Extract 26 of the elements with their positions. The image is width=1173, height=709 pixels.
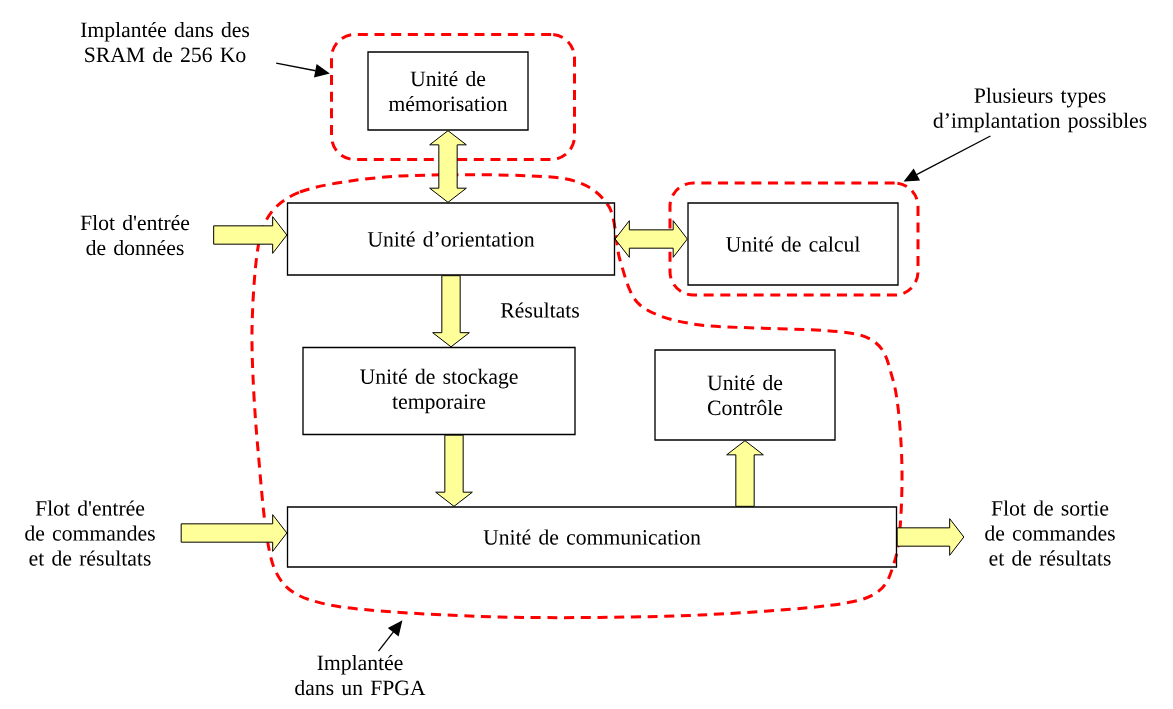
edge-label: Résultats bbox=[498, 300, 582, 320]
annotation-text: Implantée dans un FPGA bbox=[295, 654, 426, 696]
unit-box: Unité de communication bbox=[286, 506, 898, 568]
unit-box: Unité de Contrôle bbox=[654, 349, 836, 441]
unit-box: Unité de mémorisation bbox=[367, 51, 529, 131]
dashed-outline bbox=[668, 181, 920, 297]
unit-box: Unité de stockage temporaire bbox=[302, 346, 576, 436]
block-arrow bbox=[429, 130, 467, 203]
leader-line bbox=[377, 620, 403, 652]
block-arrow bbox=[180, 514, 288, 552]
annotation-text: Plusieurs types d’implantation possibles bbox=[933, 87, 1147, 133]
annotation-text: Implantée dans des SRAM de 256 Ko bbox=[80, 21, 250, 63]
block-arrow bbox=[896, 518, 965, 556]
block-arrow bbox=[432, 275, 470, 348]
unit-box: Unité d’orientation bbox=[286, 202, 616, 276]
unit-box: Unité de calcul bbox=[687, 202, 899, 286]
flow-label: Flot d'entrée de données bbox=[80, 214, 190, 256]
dashed-outline bbox=[250, 173, 904, 620]
block-arrow bbox=[213, 216, 288, 254]
block-arrow bbox=[726, 440, 764, 507]
leader-line bbox=[275, 62, 330, 78]
block-arrow bbox=[435, 434, 473, 507]
block-arrow bbox=[614, 220, 688, 258]
flow-label: Flot d'entrée de commandes et de résultats bbox=[25, 500, 155, 566]
flow-label: Flot de sortie de commandes et de résultats bbox=[985, 500, 1115, 566]
dashed-outline bbox=[330, 33, 576, 161]
